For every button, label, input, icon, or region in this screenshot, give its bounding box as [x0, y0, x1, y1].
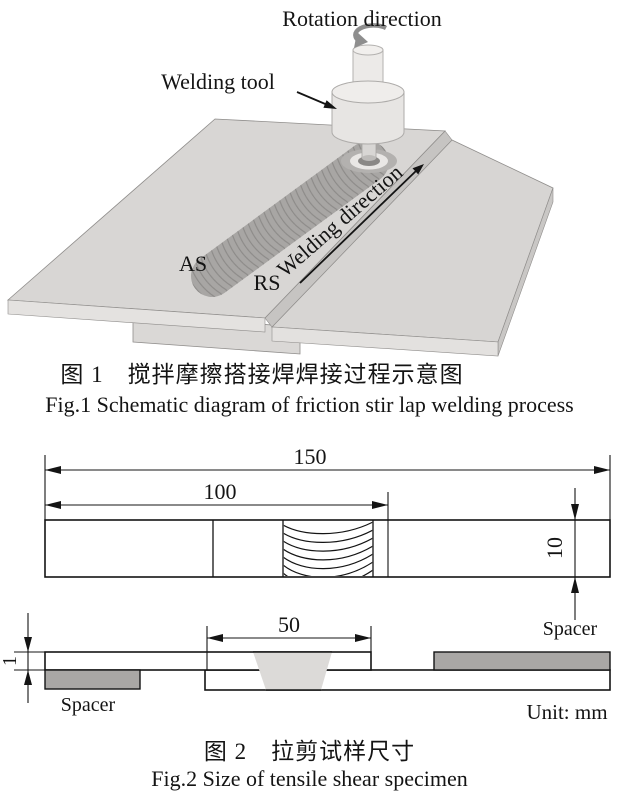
spacer-right-label: Spacer [543, 618, 598, 640]
figure2-caption-en: Fig.2 Size of tensile shear specimen [151, 766, 468, 791]
top-view: 150 100 10 [44, 444, 611, 620]
dim-10-value: 10 [542, 537, 567, 559]
spacer-left [44, 669, 141, 690]
rotation-direction-label: Rotation direction [282, 6, 441, 31]
dim-100 [45, 492, 389, 577]
dim-1-value: 1 [0, 656, 21, 666]
weld-zone-top-view [282, 520, 374, 577]
figure1-caption-zh: 图 1 搅拌摩擦搭接焊焊接过程示意图 [60, 362, 464, 387]
figure2-caption-zh: 图 2 拉剪试样尺寸 [203, 739, 416, 764]
dim-100-value: 100 [204, 479, 237, 504]
lower-plate-front-face [271, 326, 499, 357]
tool-shoulder [331, 80, 405, 145]
spacer-left-label: Spacer [61, 694, 116, 716]
weld-nugget-side-view [253, 652, 332, 690]
dim-50-value: 50 [278, 612, 300, 637]
weld-seam [191, 141, 389, 297]
figure1-schematic: Rotation direction Welding tool AS RS We… [7, 6, 554, 357]
unit-label: Unit: mm [526, 700, 607, 724]
dim-50 [206, 626, 372, 670]
dim-1 [14, 613, 45, 703]
rotation-arrow-icon [353, 23, 388, 48]
dim-10 [571, 488, 579, 620]
advancing-side-label: AS [179, 251, 207, 276]
spacer-right [433, 651, 611, 671]
welding-tool-label: Welding tool [161, 69, 275, 94]
specimen-top-view-outline [44, 519, 611, 578]
welding-direction-arrow [299, 164, 424, 284]
welding-tool-leader-arrow [296, 91, 337, 109]
figure1-caption-en: Fig.1 Schematic diagram of friction stir… [45, 392, 574, 417]
dim-150-value: 150 [294, 444, 327, 469]
side-view: 50 1 Spacer Spacer Unit: mm [0, 612, 611, 724]
figure2-dimension-drawing: 150 100 10 [0, 444, 611, 724]
upper-plate-front-face [7, 299, 266, 333]
dim-150 [44, 455, 611, 520]
retreating-side-label: RS [254, 270, 281, 295]
